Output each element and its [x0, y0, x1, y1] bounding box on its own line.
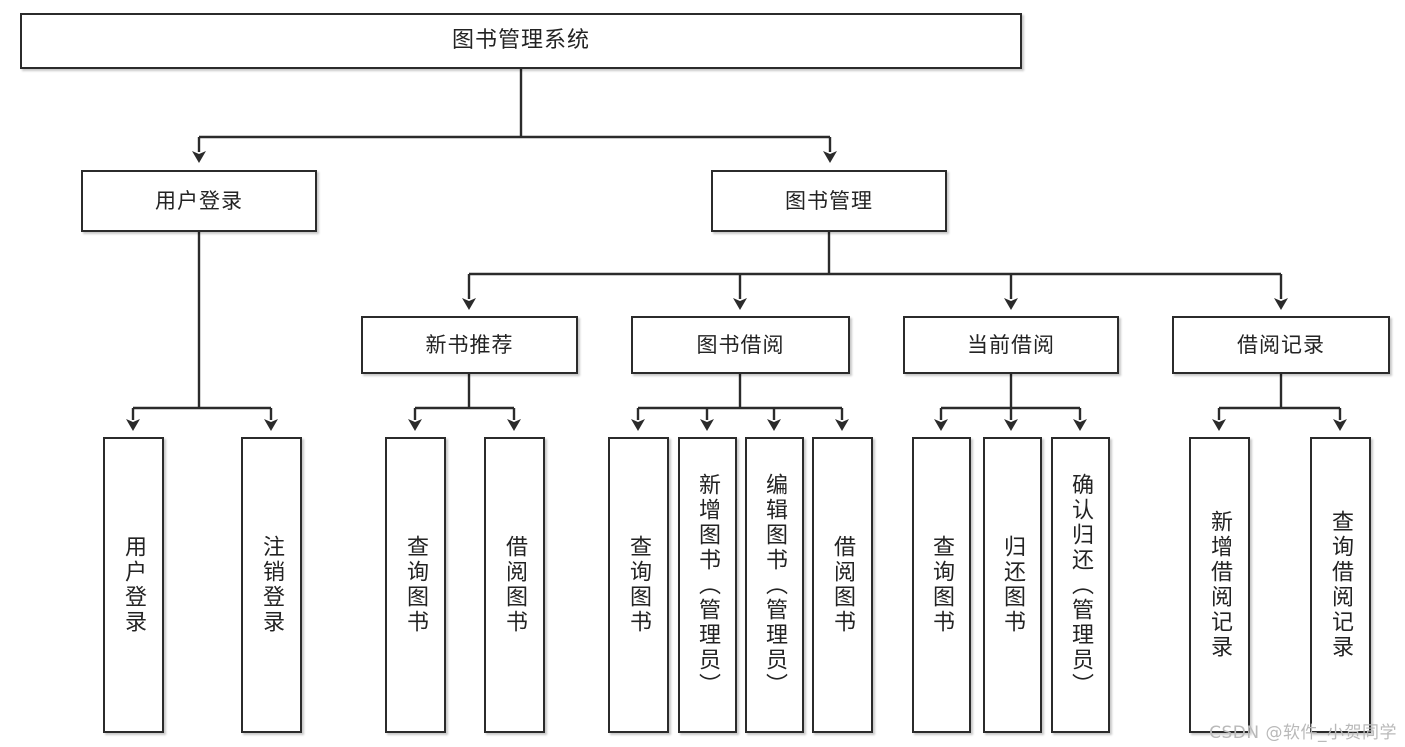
- leaf-logout-label: 注销登录: [259, 535, 285, 635]
- leaf-confirm-return-admin[interactable]: 确认归还（管理员）: [1051, 437, 1110, 733]
- node-current-borrow-label: 当前借阅: [967, 332, 1055, 357]
- leaf-query-books-recommend-label: 查询图书: [403, 535, 429, 635]
- node-current-borrow[interactable]: 当前借阅: [903, 316, 1119, 374]
- node-borrow-records[interactable]: 借阅记录: [1172, 316, 1390, 374]
- node-user-login-label: 用户登录: [155, 188, 243, 213]
- leaf-borrow-books-label: 借阅图书: [830, 535, 856, 635]
- node-borrow-records-label: 借阅记录: [1237, 332, 1325, 357]
- node-new-book-recommend[interactable]: 新书推荐: [361, 316, 578, 374]
- leaf-query-books-current[interactable]: 查询图书: [912, 437, 971, 733]
- leaf-confirm-return-admin-label: 确认归还（管理员）: [1068, 472, 1094, 698]
- leaf-add-book-admin-label: 新增图书（管理员）: [695, 472, 721, 698]
- leaf-query-books-current-label: 查询图书: [929, 535, 955, 635]
- leaf-borrow-books-recommend[interactable]: 借阅图书: [484, 437, 545, 733]
- node-root-label: 图书管理系统: [451, 28, 590, 54]
- csdn-watermark: CSDN @软件_小贺同学: [1209, 723, 1397, 743]
- leaf-add-book-admin[interactable]: 新增图书（管理员）: [678, 437, 737, 733]
- leaf-query-borrow-record[interactable]: 查询借阅记录: [1310, 437, 1371, 733]
- leaf-logout[interactable]: 注销登录: [241, 437, 302, 733]
- node-book-borrow-label: 图书借阅: [696, 332, 785, 357]
- leaf-user-login-label: 用户登录: [121, 535, 147, 635]
- leaf-edit-book-admin[interactable]: 编辑图书（管理员）: [745, 437, 804, 733]
- node-book-management[interactable]: 图书管理: [711, 170, 947, 232]
- node-new-book-recommend-label: 新书推荐: [425, 332, 514, 357]
- leaf-edit-book-admin-label: 编辑图书（管理员）: [762, 472, 788, 698]
- node-user-login[interactable]: 用户登录: [81, 170, 317, 232]
- leaf-return-books-label: 归还图书: [1000, 535, 1026, 635]
- leaf-borrow-books-recommend-label: 借阅图书: [502, 535, 528, 635]
- leaf-query-books-borrow-label: 查询图书: [626, 535, 652, 635]
- leaf-add-borrow-record[interactable]: 新增借阅记录: [1189, 437, 1250, 733]
- leaf-add-borrow-record-label: 新增借阅记录: [1207, 510, 1233, 660]
- leaf-query-borrow-record-label: 查询借阅记录: [1328, 510, 1354, 660]
- leaf-query-books-borrow[interactable]: 查询图书: [608, 437, 669, 733]
- node-book-borrow[interactable]: 图书借阅: [631, 316, 850, 374]
- leaf-return-books[interactable]: 归还图书: [983, 437, 1042, 733]
- leaf-borrow-books[interactable]: 借阅图书: [812, 437, 873, 733]
- leaf-query-books-recommend[interactable]: 查询图书: [385, 437, 446, 733]
- node-book-management-label: 图书管理: [785, 188, 873, 213]
- leaf-user-login[interactable]: 用户登录: [103, 437, 164, 733]
- node-root[interactable]: 图书管理系统: [20, 13, 1022, 69]
